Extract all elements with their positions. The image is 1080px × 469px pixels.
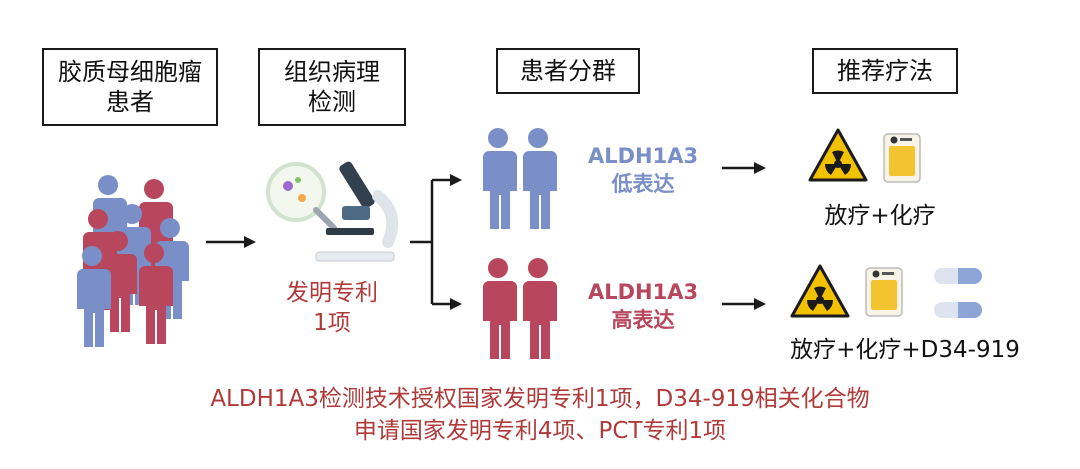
capsule-icon (934, 302, 982, 318)
treatment-label-high: 放疗+化疗+D34-919 (790, 337, 1020, 363)
person-pair-icon-high (483, 258, 557, 359)
capsule-icon (934, 268, 982, 284)
chemo-packet-icon (883, 133, 921, 183)
people-crowd-icon (77, 175, 189, 347)
step-box-grouping: 患者分群 (496, 48, 640, 94)
chemo-packet-icon (865, 267, 903, 317)
patent-label: 发明专利 1项 (286, 280, 378, 336)
arrow-icon (722, 298, 766, 310)
branch-connector (410, 174, 462, 310)
footer-line-2: 申请国家发明专利4项、PCT专利1项 (353, 418, 727, 444)
footer-line-1: ALDH1A3检测技术授权国家发明专利1项，D34-919相关化合物 (210, 386, 870, 412)
step-box-pathology: 组织病理 检测 (258, 48, 406, 126)
arrow-icon (722, 162, 766, 174)
radiation-icon (790, 264, 850, 318)
group-label-low: ALDH1A3 低表达 (587, 144, 699, 196)
person-pair-icon-low (483, 128, 557, 229)
group-label-high: ALDH1A3 高表达 (587, 280, 699, 332)
radiation-icon (808, 128, 868, 182)
treatment-label-low: 放疗+化疗 (824, 203, 936, 229)
step-box-patients: 胶质母细胞瘤 患者 (42, 48, 218, 126)
microscope-icon (266, 161, 399, 262)
arrow-icon (206, 236, 256, 248)
step-box-therapy: 推荐疗法 (812, 48, 958, 94)
